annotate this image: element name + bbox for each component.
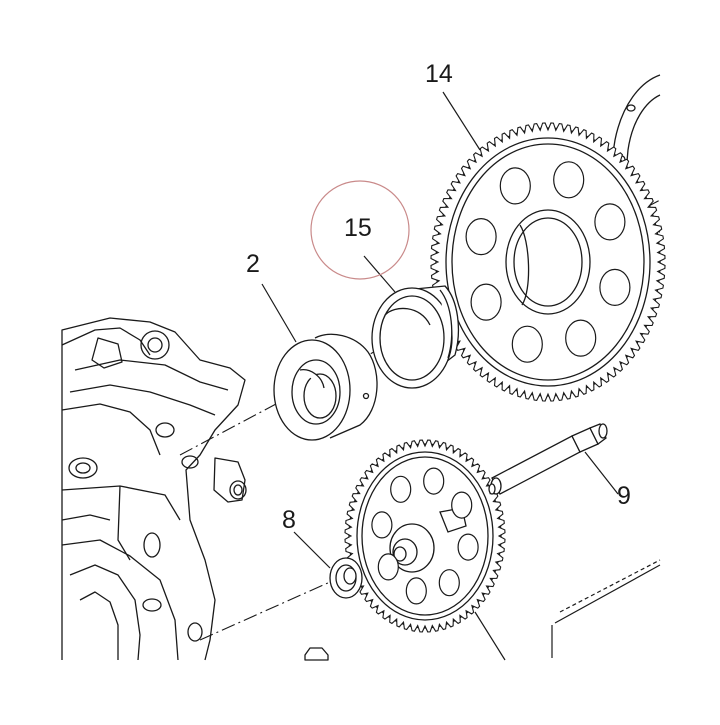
lightening-hole (499, 167, 531, 205)
gear-teeth (430, 122, 666, 402)
frame-outline (551, 559, 661, 658)
spacer (273, 333, 378, 441)
lightening-hole (423, 467, 445, 495)
lightening-hole (553, 161, 585, 199)
lightening-hole (594, 203, 626, 241)
lightening-hole (390, 475, 412, 503)
callout-9: 9 (617, 482, 631, 510)
lightening-hole (405, 577, 427, 605)
callout-8: 8 (282, 506, 296, 534)
lightening-hole (565, 319, 597, 357)
lightening-hole (371, 511, 393, 539)
washer (329, 557, 363, 599)
callout-14: 14 (425, 60, 453, 88)
lightening-hole (451, 491, 473, 519)
small-gear (344, 439, 506, 633)
highlight-circle (310, 180, 410, 280)
lightening-hole (470, 283, 502, 321)
callout-15: 15 (344, 214, 372, 242)
lightening-hole (465, 218, 497, 256)
callout-2: 2 (246, 250, 260, 278)
lightening-hole (438, 569, 460, 597)
leader-lines (261, 91, 619, 661)
bushing (371, 285, 460, 389)
shaft (488, 423, 608, 495)
lightening-hole (377, 553, 399, 581)
lightening-hole (457, 533, 479, 561)
lightening-hole (511, 325, 543, 363)
engine-case (61, 317, 329, 661)
large-gear (430, 122, 666, 402)
lightening-hole (599, 268, 631, 306)
gear-teeth (344, 439, 506, 633)
